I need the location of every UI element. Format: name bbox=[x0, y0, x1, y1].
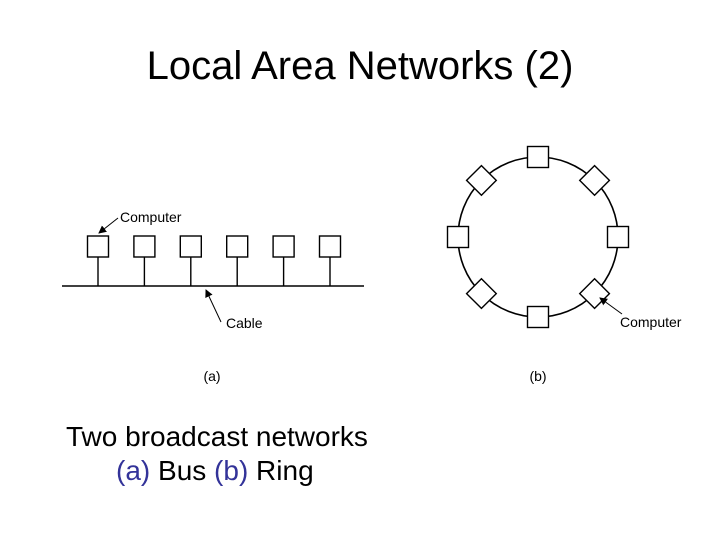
caption-line-2: (a) Bus (b) Ring bbox=[66, 454, 368, 488]
computer-box bbox=[133, 235, 156, 258]
ring-computers bbox=[446, 145, 630, 329]
ring-computer bbox=[465, 277, 498, 310]
ring-computer-label: Computer bbox=[620, 314, 682, 330]
bus-computer bbox=[86, 235, 110, 286]
bus-computers bbox=[86, 235, 342, 286]
ring-computer bbox=[578, 277, 611, 310]
caption-a-marker: (a) bbox=[116, 455, 151, 486]
ring-computer-arrow bbox=[599, 297, 623, 315]
computer-box bbox=[318, 235, 342, 258]
ring-computer bbox=[606, 225, 630, 249]
bus-cable-label: Cable bbox=[226, 315, 263, 331]
bus-computer-label: Computer bbox=[120, 209, 182, 225]
caption: Two broadcast networks (a) Bus (b) Ring bbox=[66, 420, 368, 488]
bus-computer bbox=[179, 235, 203, 286]
bus-computer bbox=[272, 235, 295, 286]
computer-box bbox=[179, 235, 203, 258]
ring-computer bbox=[526, 145, 550, 169]
bus-panel-label: (a) bbox=[203, 368, 220, 384]
caption-ring-text: Ring bbox=[248, 455, 314, 486]
computer-box bbox=[272, 235, 295, 258]
bus-computer-arrow bbox=[98, 217, 119, 234]
ring-panel-label: (b) bbox=[529, 368, 546, 384]
bus-computer bbox=[318, 235, 342, 286]
ring-computer bbox=[446, 225, 470, 249]
ring-computer bbox=[526, 305, 550, 329]
slide-title: Local Area Networks (2) bbox=[146, 44, 574, 88]
bus-cable-arrow bbox=[205, 289, 222, 323]
ring-network: Computer (b) bbox=[446, 145, 682, 384]
bus-network: Computer Cable (a) bbox=[62, 209, 364, 384]
caption-bus-text: Bus bbox=[150, 455, 215, 486]
bus-computer bbox=[133, 235, 156, 286]
ring-computer bbox=[578, 164, 611, 197]
ring-computer bbox=[465, 164, 498, 197]
computer-box bbox=[225, 235, 249, 258]
caption-b-marker: (b) bbox=[214, 455, 249, 486]
caption-line-1: Two broadcast networks bbox=[66, 421, 368, 452]
bus-computer bbox=[225, 235, 249, 286]
computer-box bbox=[86, 235, 110, 258]
